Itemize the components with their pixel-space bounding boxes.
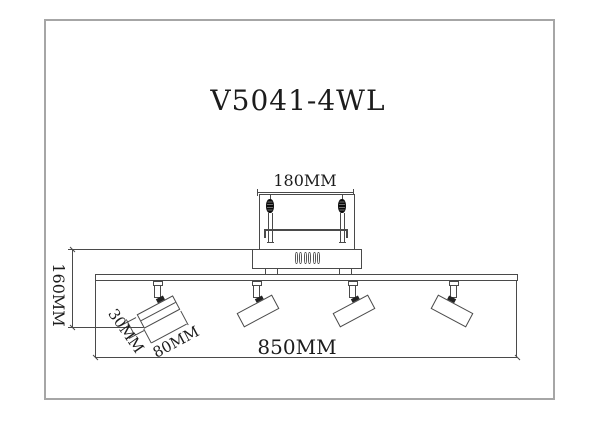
vent-slot-icon bbox=[308, 252, 312, 264]
drawing-border bbox=[44, 19, 555, 400]
screw-icon bbox=[338, 199, 346, 213]
screw-shaft bbox=[340, 213, 345, 242]
dim-180mm-tick-left bbox=[257, 189, 258, 196]
dim-180mm-label: 180MM bbox=[273, 171, 337, 190]
vent-slot-icon bbox=[312, 252, 316, 264]
vent-slot-icon bbox=[303, 252, 307, 264]
dim-180mm-line bbox=[257, 192, 354, 193]
ceiling-extension-line bbox=[68, 249, 252, 250]
dim-160mm-label: 160MM bbox=[49, 263, 68, 327]
mounting-bracket-end bbox=[264, 229, 266, 238]
model-title: V5041-4WL bbox=[210, 84, 386, 117]
vent-slot-icon bbox=[299, 252, 303, 264]
vent-slot-icon bbox=[317, 252, 321, 264]
screw-shaft bbox=[268, 213, 273, 242]
dim-850mm-extension-box bbox=[95, 280, 517, 358]
screw-base-tick bbox=[267, 242, 274, 243]
vent-slots bbox=[295, 252, 321, 264]
dim-160mm-line bbox=[72, 249, 73, 328]
mounting-bracket bbox=[264, 229, 348, 231]
dim-160mm-extension-bottom bbox=[68, 327, 146, 328]
dim-180mm-tick-right bbox=[353, 189, 354, 196]
screw-pin-icon bbox=[342, 195, 343, 200]
mounting-bracket-end bbox=[346, 229, 348, 238]
dim-850mm-label: 850MM bbox=[257, 335, 337, 359]
track-bar bbox=[95, 274, 518, 281]
vent-slot-icon bbox=[295, 252, 298, 264]
canopy-cover bbox=[252, 249, 362, 269]
screw-icon bbox=[266, 199, 274, 213]
screw-pin-icon bbox=[270, 195, 271, 200]
screw-base-tick bbox=[339, 242, 346, 243]
